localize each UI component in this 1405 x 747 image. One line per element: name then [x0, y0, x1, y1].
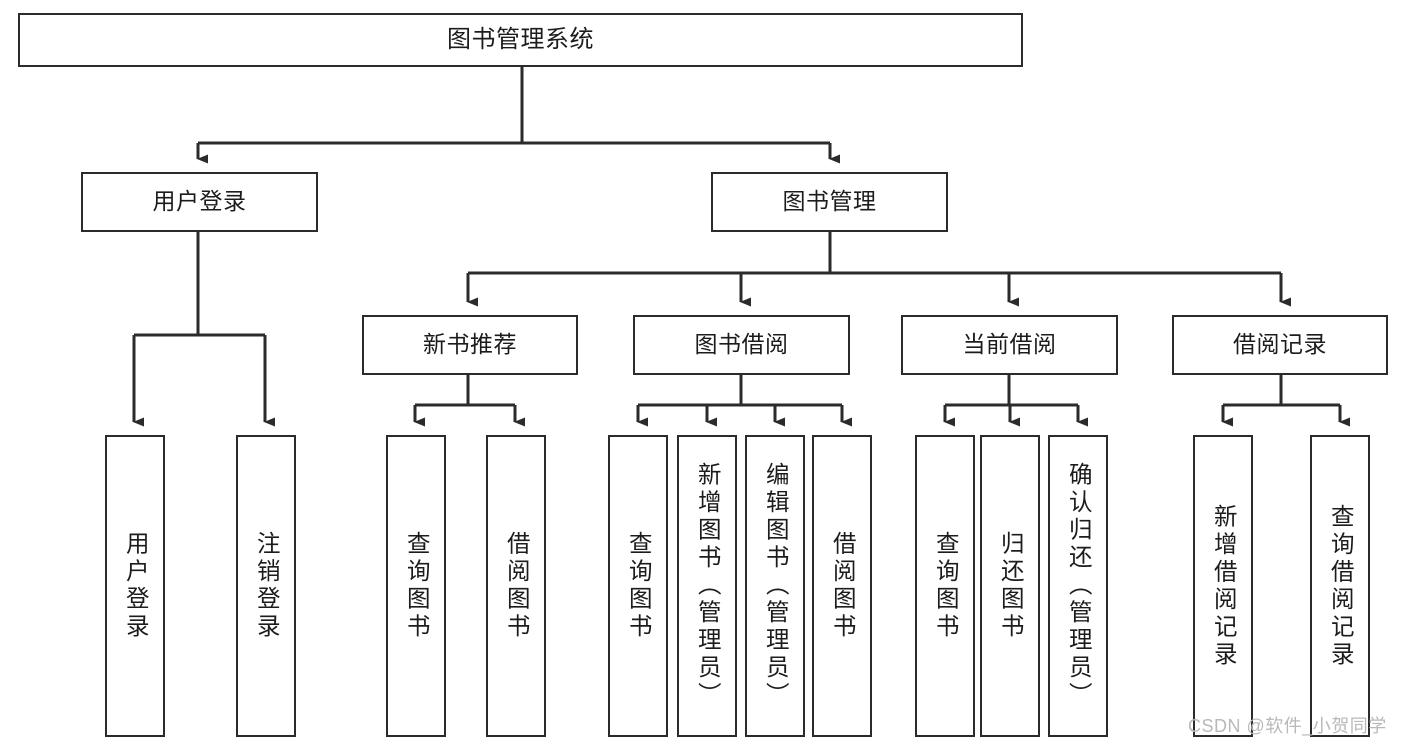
node-label: 注销登录	[253, 531, 280, 641]
node-label: 借阅记录	[1233, 331, 1327, 358]
node-label: 归还图书	[997, 531, 1024, 641]
leaf-confirm-return[interactable]: 确认归还（管理员）	[1048, 435, 1108, 737]
watermark-text: CSDN @软件_小贺同学	[1188, 716, 1387, 736]
leaf-borrow-book[interactable]: 借阅图书	[812, 435, 872, 737]
node-label: 查询图书	[932, 531, 959, 641]
node-current-borrow[interactable]: 当前借阅	[901, 315, 1118, 375]
leaf-edit-book[interactable]: 编辑图书（管理员）	[745, 435, 805, 737]
node-label: 查询图书	[403, 531, 430, 641]
node-user-login[interactable]: 用户登录	[81, 172, 318, 232]
leaf-return-book[interactable]: 归还图书	[980, 435, 1040, 737]
node-label: 查询借阅记录	[1327, 503, 1354, 669]
node-book-borrow[interactable]: 图书借阅	[633, 315, 850, 375]
leaf-query-book-recommend[interactable]: 查询图书	[386, 435, 446, 737]
leaf-query-borrow-record[interactable]: 查询借阅记录	[1310, 435, 1370, 737]
node-label: 图书借阅	[694, 331, 789, 358]
node-borrow-record[interactable]: 借阅记录	[1172, 315, 1388, 375]
node-label: 图书管理	[782, 188, 877, 215]
node-label: 借阅图书	[503, 531, 530, 641]
node-label: 新书推荐	[423, 331, 517, 358]
leaf-user-login[interactable]: 用户登录	[105, 435, 165, 737]
node-label: 编辑图书（管理员）	[762, 462, 789, 710]
node-label: 当前借阅	[962, 331, 1057, 358]
node-new-book-recommend[interactable]: 新书推荐	[362, 315, 578, 375]
node-label: 新增图书（管理员）	[694, 462, 721, 710]
node-label: 用户登录	[152, 188, 247, 215]
node-label: 用户登录	[122, 531, 149, 641]
leaf-borrow-book-recommend[interactable]: 借阅图书	[486, 435, 546, 737]
node-label: 查询图书	[625, 531, 652, 641]
leaf-query-book-borrow[interactable]: 查询图书	[608, 435, 668, 737]
node-root-system[interactable]: 图书管理系统	[18, 13, 1023, 67]
node-book-management[interactable]: 图书管理	[711, 172, 948, 232]
node-label: 确认归还（管理员）	[1065, 462, 1092, 710]
node-label: 借阅图书	[829, 531, 856, 641]
leaf-user-logout[interactable]: 注销登录	[236, 435, 296, 737]
leaf-add-book[interactable]: 新增图书（管理员）	[677, 435, 737, 737]
node-label: 图书管理系统	[447, 25, 594, 53]
leaf-add-borrow-record[interactable]: 新增借阅记录	[1193, 435, 1253, 737]
node-label: 新增借阅记录	[1210, 503, 1237, 669]
leaf-query-book-current[interactable]: 查询图书	[915, 435, 975, 737]
